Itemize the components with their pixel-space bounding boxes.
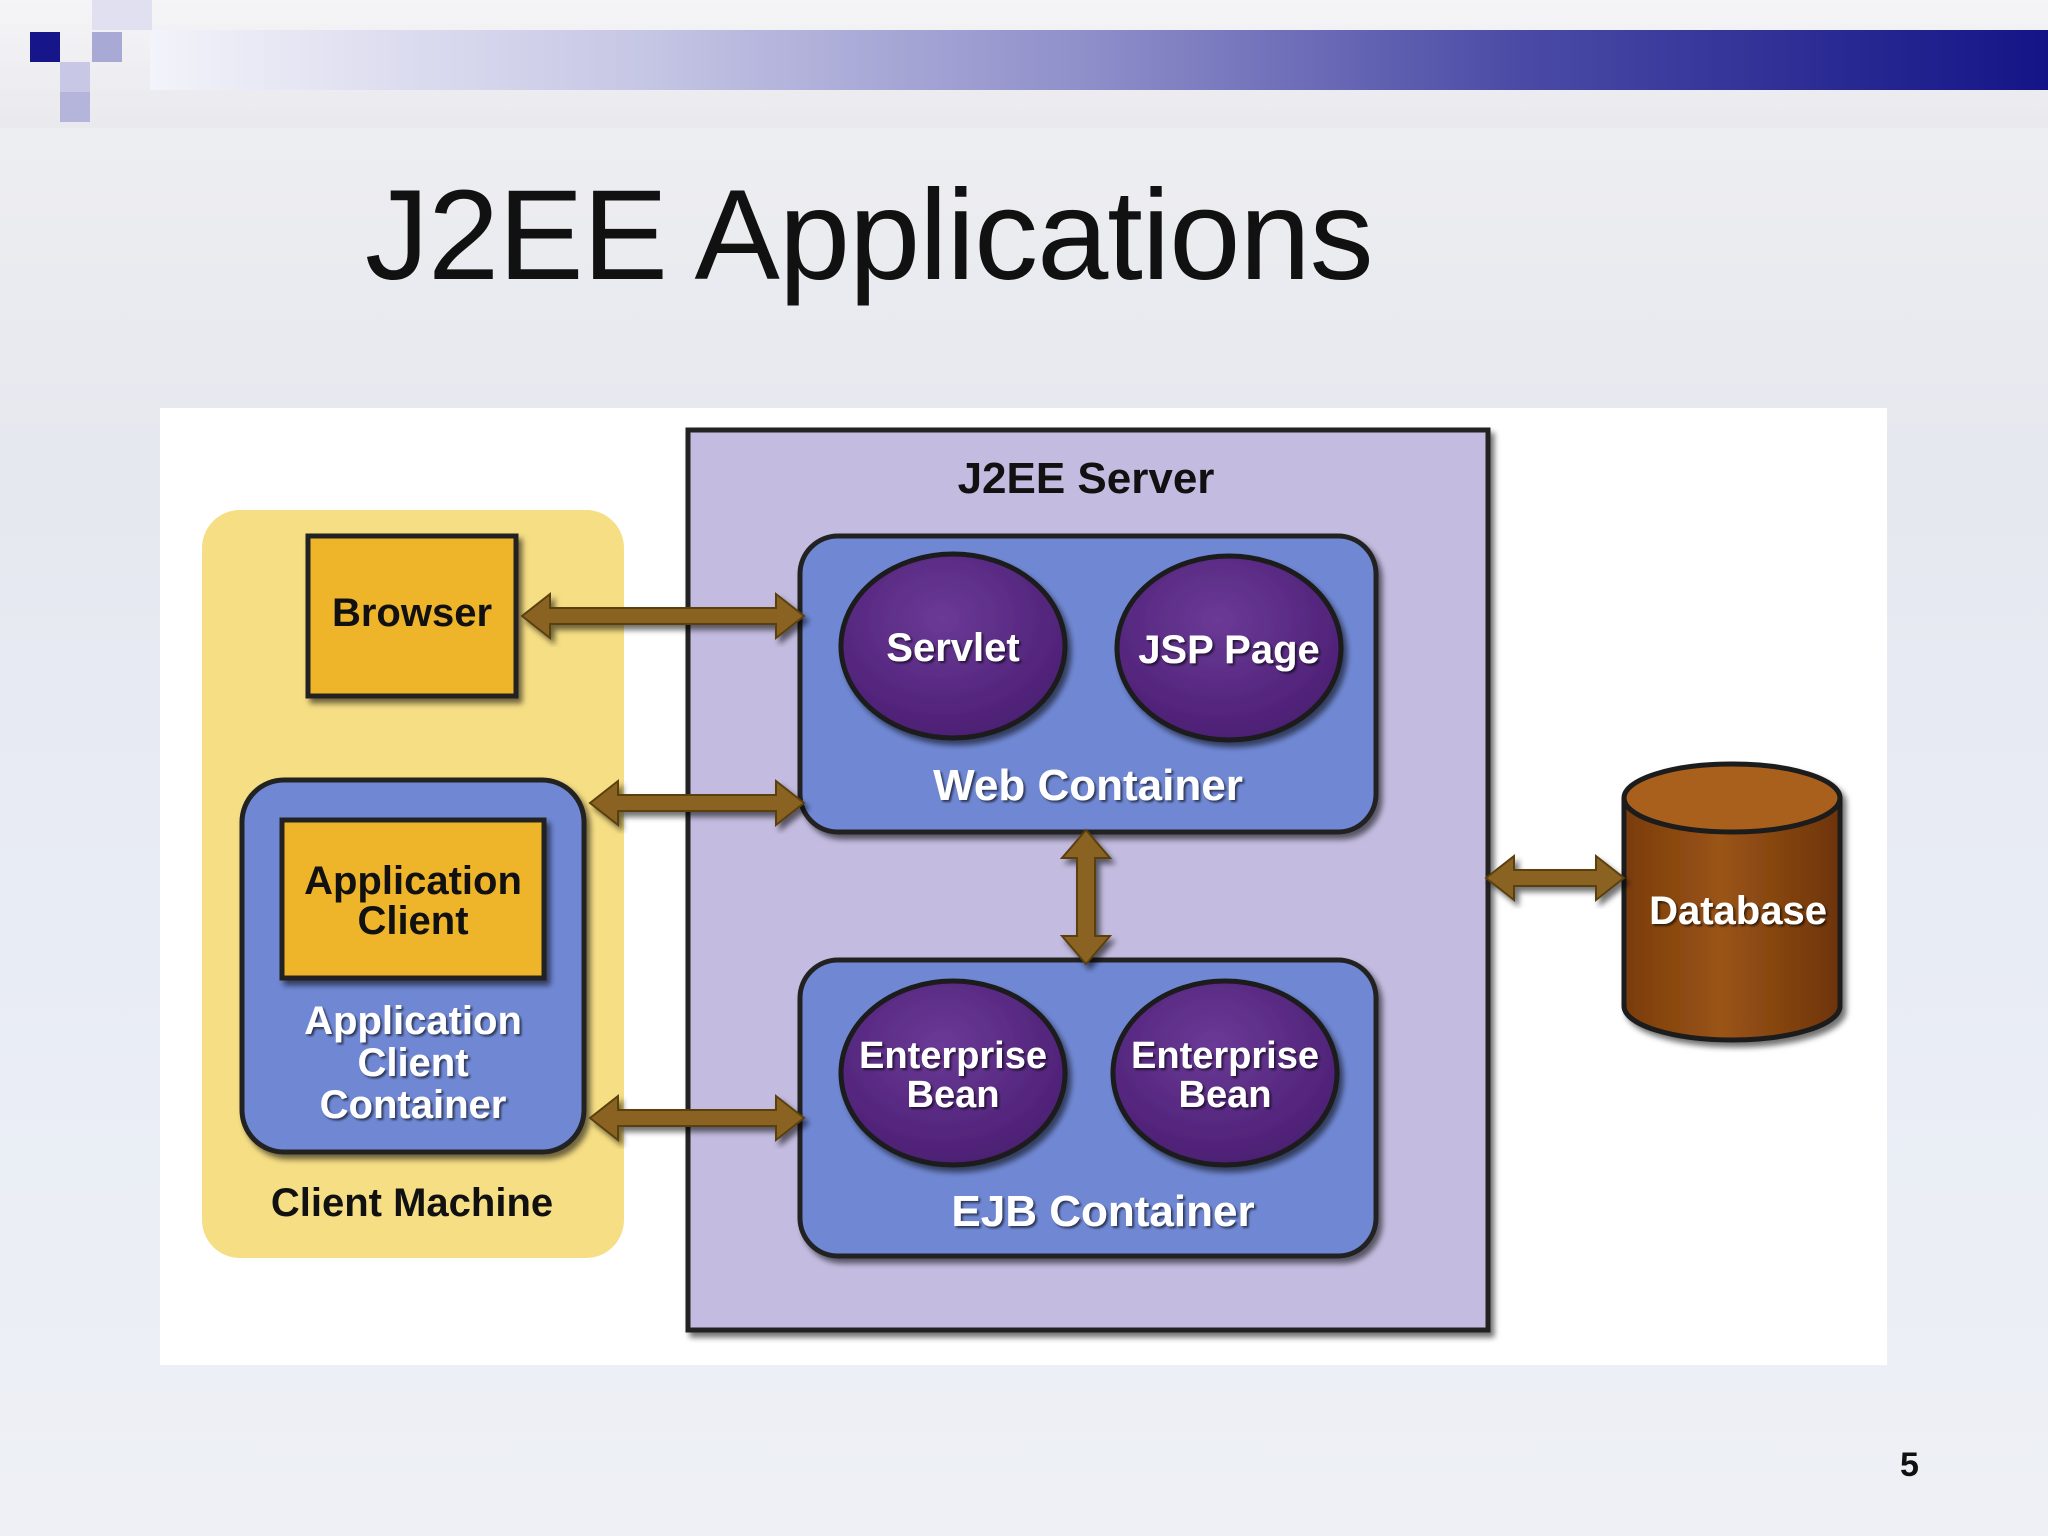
enterprise-bean-1-label-1: Enterprise bbox=[859, 1035, 1047, 1077]
diagram-panel: Client Machine Browser Application Clien… bbox=[160, 408, 1887, 1365]
enterprise-bean-node-1 bbox=[838, 978, 1068, 1168]
servlet-node bbox=[838, 551, 1068, 741]
ejb-container-label: EJB Container bbox=[951, 1187, 1254, 1236]
app-client-label-1: Application bbox=[304, 859, 522, 903]
database-label: Database bbox=[1649, 889, 1827, 933]
j2ee-server-label: J2EE Server bbox=[958, 454, 1215, 503]
arrow-server-database bbox=[1484, 853, 1626, 903]
jsp-page-label: JSP Page bbox=[1138, 628, 1320, 672]
browser-label: Browser bbox=[332, 591, 492, 635]
app-client-container-label-2: Client bbox=[357, 1041, 468, 1085]
app-client-label-2: Client bbox=[357, 899, 468, 943]
app-client-container-label-3: Container bbox=[320, 1083, 507, 1127]
browser-box bbox=[305, 533, 519, 699]
arrow-web-ejb bbox=[1059, 828, 1113, 966]
decor-square-3 bbox=[60, 62, 90, 92]
decor-square-2 bbox=[92, 32, 122, 62]
database-node bbox=[1621, 761, 1843, 1043]
jsp-page-node bbox=[1114, 553, 1344, 743]
enterprise-bean-node-2 bbox=[1110, 978, 1340, 1168]
arrow-appclient-web bbox=[588, 778, 806, 828]
servlet-label: Servlet bbox=[886, 626, 1019, 670]
slide-number: 5 bbox=[1900, 1446, 1919, 1484]
app-client-box bbox=[279, 817, 547, 981]
enterprise-bean-1-label-2: Bean bbox=[907, 1074, 1000, 1116]
enterprise-bean-2-label-1: Enterprise bbox=[1131, 1035, 1319, 1077]
arrow-browser-web bbox=[520, 591, 806, 641]
decor-square-4 bbox=[60, 92, 90, 122]
web-container-label: Web Container bbox=[933, 761, 1243, 810]
architecture-diagram: Client Machine Browser Application Clien… bbox=[202, 427, 1843, 1333]
arrow-appclient-ejb bbox=[588, 1093, 806, 1143]
decor-square-5 bbox=[92, 0, 152, 30]
title-gradient-bar bbox=[150, 30, 2048, 90]
decor-square-1 bbox=[30, 32, 60, 62]
slide-title: J2EE Applications bbox=[365, 164, 1374, 307]
enterprise-bean-2-label-2: Bean bbox=[1179, 1074, 1272, 1116]
client-machine-label: Client Machine bbox=[271, 1181, 553, 1225]
app-client-container-label-1: Application bbox=[304, 999, 522, 1043]
